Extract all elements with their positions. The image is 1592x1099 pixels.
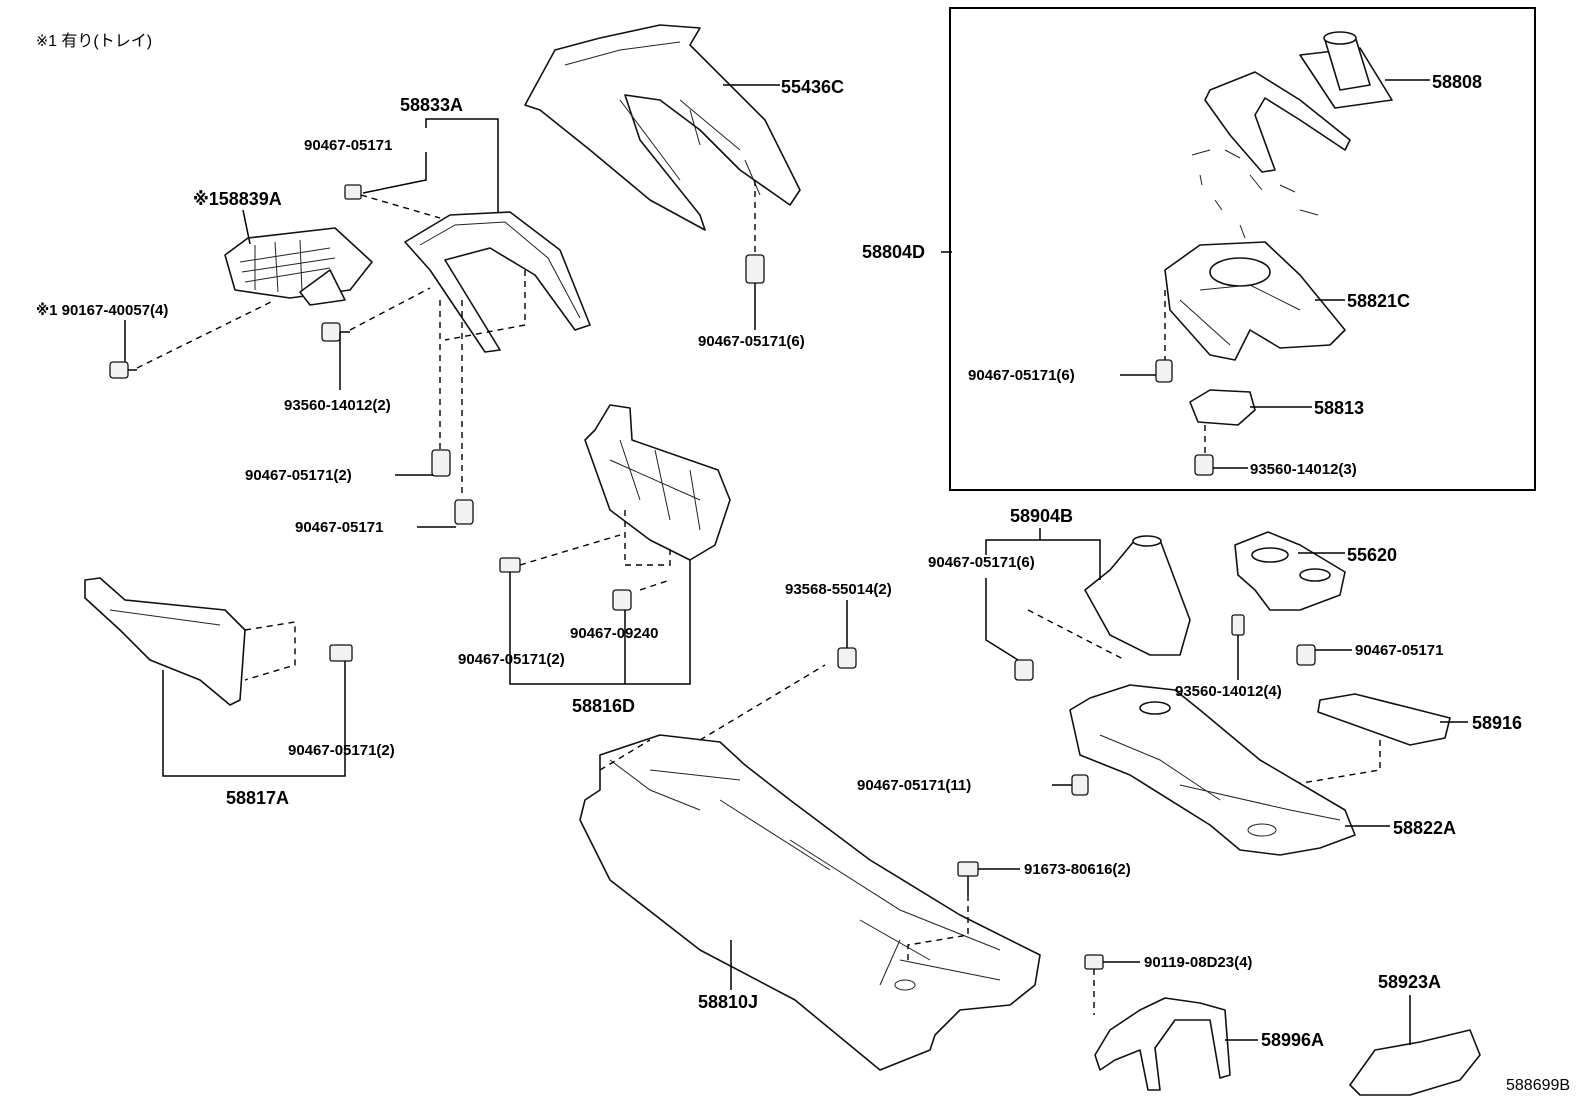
dash-line xyxy=(599,664,826,771)
label-58839A[interactable]: ※158839A xyxy=(193,189,282,209)
clip-90467-05171-cup[interactable] xyxy=(1296,644,1316,666)
part-58839A-tray[interactable] xyxy=(224,227,373,306)
small-clips-group xyxy=(1191,149,1319,239)
label-58810J[interactable]: 58810J xyxy=(698,992,758,1012)
part-58833A-panel[interactable] xyxy=(404,211,591,353)
screw-93560-14012-3[interactable] xyxy=(1194,454,1214,476)
clip-90467-05171-11[interactable] xyxy=(1071,774,1089,796)
label-90467-05171-6c[interactable]: 90467-05171(6) xyxy=(928,554,1035,571)
clip-90467-05171-single[interactable] xyxy=(454,499,474,525)
label-90467-09240[interactable]: 90467-09240 xyxy=(570,625,658,642)
label-90467-05171-2c[interactable]: 90467-05171(2) xyxy=(288,742,395,759)
label-58817A[interactable]: 58817A xyxy=(226,788,289,808)
label-90119-08D23[interactable]: 90119-08D23(4) xyxy=(1144,954,1252,971)
label-90467-05171-2b[interactable]: 90467-05171(2) xyxy=(458,651,565,668)
dash-line xyxy=(244,621,296,681)
label-55436C[interactable]: 55436C xyxy=(781,77,844,97)
label-58923A[interactable]: 58923A xyxy=(1378,972,1441,992)
part-58923A-cover[interactable] xyxy=(1349,1029,1481,1096)
inset-frame-58804D xyxy=(949,7,1536,491)
clip-90467-05171-2[interactable] xyxy=(431,449,451,477)
label-90467-05171-a[interactable]: 90467-05171 xyxy=(304,137,392,154)
clip-90467-05171-2-lower[interactable] xyxy=(329,644,353,662)
dash-line xyxy=(639,579,671,591)
dash-line xyxy=(349,287,431,331)
screw-93568-55014[interactable] xyxy=(837,647,857,669)
label-58996A[interactable]: 58996A xyxy=(1261,1030,1324,1050)
clip-90467-05171-6-boot[interactable] xyxy=(1014,659,1034,681)
dash-line xyxy=(1027,609,1126,661)
label-58833A[interactable]: 58833A xyxy=(400,95,463,115)
screw-93560-14012-4[interactable] xyxy=(1231,614,1245,636)
clip-90467-09240[interactable] xyxy=(612,589,632,611)
part-58817A-side-panel[interactable] xyxy=(84,577,246,706)
clip-90467-05171-top[interactable] xyxy=(344,184,362,200)
leader-lines xyxy=(124,79,1468,1045)
label-58916[interactable]: 58916 xyxy=(1472,713,1522,733)
part-58821C-console-upper[interactable] xyxy=(1164,241,1346,361)
part-58916-mat[interactable] xyxy=(1317,693,1451,746)
label-90467-05171-6b[interactable]: 90467-05171(6) xyxy=(968,367,1075,384)
dash-line xyxy=(360,194,441,219)
label-91673-80616[interactable]: 91673-80616(2) xyxy=(1024,861,1131,878)
clip-90467-05171-6-inset[interactable] xyxy=(1155,359,1173,383)
part-58904B-boot[interactable] xyxy=(1084,535,1191,656)
part-58810J-main-console[interactable] xyxy=(579,734,1041,1071)
part-labels: 58833A 90467-05171 ※158839A ※1 90167-400… xyxy=(36,72,1570,1094)
label-90467-05171-2a[interactable]: 90467-05171(2) xyxy=(245,467,352,484)
label-58904B[interactable]: 58904B xyxy=(1010,506,1073,526)
label-90467-05171-b[interactable]: 90467-05171 xyxy=(295,519,383,536)
screw-93560-14012-2[interactable] xyxy=(321,322,350,342)
clip-90467-05171-6-upper[interactable] xyxy=(745,254,765,284)
note-text: ※1 有り(トレイ) xyxy=(36,32,152,50)
bolt-91673-80616[interactable] xyxy=(957,861,979,895)
dash-line xyxy=(519,510,671,566)
label-90467-05171-6a[interactable]: 90467-05171(6) xyxy=(698,333,805,350)
label-93560-14012-2[interactable]: 93560-14012(2) xyxy=(284,397,391,414)
label-58808[interactable]: 58808 xyxy=(1432,72,1482,92)
part-55620-cup-holder[interactable] xyxy=(1234,531,1346,611)
label-93560-14012-3[interactable]: 93560-14012(3) xyxy=(1250,461,1357,478)
label-93568-55014[interactable]: 93568-55014(2) xyxy=(785,581,892,598)
part-58822A-upper-console[interactable] xyxy=(1069,684,1356,856)
dash-line xyxy=(907,895,969,965)
part-58996A-bracket[interactable] xyxy=(1094,997,1231,1091)
label-58813[interactable]: 58813 xyxy=(1314,398,1364,418)
label-58816D[interactable]: 58816D xyxy=(572,696,635,716)
part-58808-shift-boot[interactable] xyxy=(1299,31,1393,109)
label-90167-40057[interactable]: ※1 90167-40057(4) xyxy=(36,301,168,319)
part-55436C-upper-panel[interactable] xyxy=(524,24,801,231)
label-93560-14012-4[interactable]: 93560-14012(4) xyxy=(1175,683,1282,700)
part-58804D-bezel[interactable] xyxy=(1204,71,1351,173)
label-90467-05171-11[interactable]: 90467-05171(11) xyxy=(857,777,971,794)
drawing-id: 588699B xyxy=(1506,1077,1570,1094)
clip-90467-05171-2-side[interactable] xyxy=(499,557,521,573)
label-90467-05171-c[interactable]: 90467-05171 xyxy=(1355,642,1443,659)
bolt-90119-08D23[interactable] xyxy=(1084,954,1104,1015)
label-58804D[interactable]: 58804D xyxy=(862,242,925,262)
dash-line xyxy=(1289,740,1381,786)
dash-line xyxy=(439,270,526,495)
part-58816D-side-panel[interactable] xyxy=(584,404,731,561)
part-58813-bracket[interactable] xyxy=(1189,389,1256,426)
label-58821C[interactable]: 58821C xyxy=(1347,291,1410,311)
label-58822A[interactable]: 58822A xyxy=(1393,818,1456,838)
label-55620[interactable]: 55620 xyxy=(1347,545,1397,565)
screw-90167-40057[interactable] xyxy=(109,361,137,379)
dash-line xyxy=(136,299,276,369)
